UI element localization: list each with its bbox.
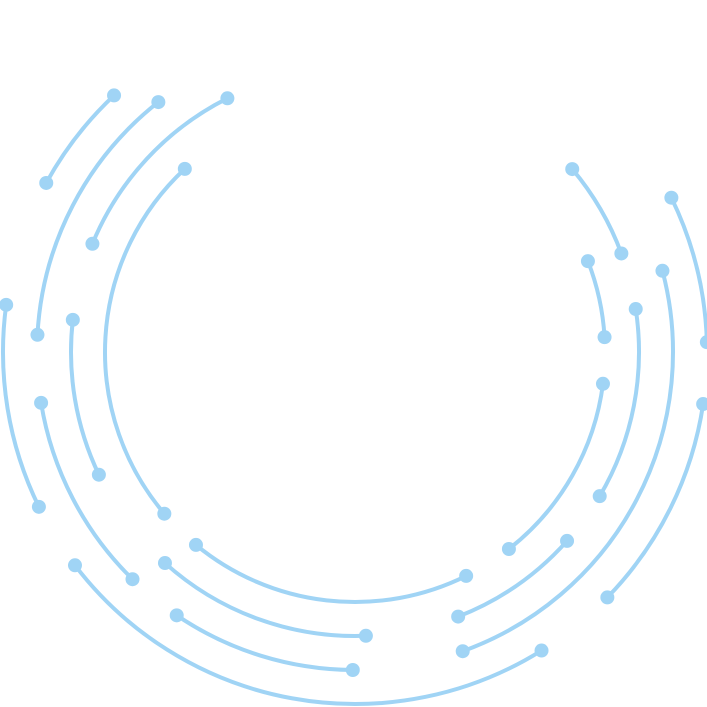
arc-endpoint-dot bbox=[177, 161, 192, 176]
arc-ring4-4 bbox=[605, 403, 706, 599]
arc-endpoint-dot bbox=[65, 312, 80, 327]
arc-endpoint-dot bbox=[592, 489, 607, 504]
arc-endpoint-dot bbox=[614, 246, 629, 261]
arc-endpoint-dot bbox=[188, 537, 203, 552]
arc-ring1-2 bbox=[103, 167, 187, 515]
arc-ring3-1 bbox=[35, 100, 160, 335]
arc-ring1-3 bbox=[507, 383, 605, 551]
arc-endpoint-dot bbox=[67, 558, 82, 573]
arc-ring2-4 bbox=[457, 539, 569, 619]
arc-endpoint-dot bbox=[151, 95, 166, 110]
arc-endpoint-dot bbox=[39, 175, 54, 190]
arc-endpoint-dot bbox=[220, 91, 235, 106]
arc-endpoint-dot bbox=[560, 533, 575, 548]
arc-ring1-4 bbox=[586, 260, 607, 338]
arc-endpoint-dot bbox=[534, 643, 549, 658]
arc-ring2-2 bbox=[90, 96, 229, 245]
arc-endpoint-dot bbox=[655, 263, 670, 278]
arc-endpoint-dot bbox=[565, 162, 580, 177]
arc-endpoint-dot bbox=[0, 297, 14, 312]
arc-endpoint-dot bbox=[501, 542, 516, 557]
arc-ring3-2 bbox=[39, 402, 134, 581]
arc-endpoint-dot bbox=[455, 644, 470, 659]
arc-endpoint-dot bbox=[459, 568, 474, 583]
arc-ring3-3 bbox=[175, 613, 353, 672]
arc-endpoint-dot bbox=[345, 662, 360, 677]
arc-ring4-1 bbox=[1, 304, 41, 508]
arc-ring1-1 bbox=[194, 543, 468, 604]
arc-endpoint-dot bbox=[91, 467, 106, 482]
arc-endpoint-dot bbox=[85, 236, 100, 251]
arc-endpoint-dot bbox=[597, 330, 612, 345]
arc-endpoint-dot bbox=[451, 609, 466, 624]
arc-ring4-2 bbox=[44, 93, 116, 184]
arc-ring2-1 bbox=[69, 319, 101, 476]
arc-endpoint-dot bbox=[34, 395, 49, 410]
arc-endpoint-dot bbox=[107, 88, 122, 103]
arc-endpoint-dot bbox=[699, 335, 707, 350]
arc-ring3-4 bbox=[462, 270, 675, 654]
arc-endpoint-dot bbox=[664, 190, 679, 205]
arc-endpoint-dot bbox=[628, 302, 643, 317]
arc-endpoint-dot bbox=[125, 572, 140, 587]
arc-endpoint-dot bbox=[358, 628, 373, 643]
arc-endpoint-dot bbox=[696, 397, 707, 412]
arc-ring2-3 bbox=[163, 561, 366, 638]
arc-endpoint-dot bbox=[157, 556, 172, 571]
arc-ring4-5 bbox=[669, 196, 707, 343]
arc-endpoint-dot bbox=[600, 590, 615, 605]
arc-endpoint-dot bbox=[169, 608, 184, 623]
arc-endpoint-dot bbox=[580, 254, 595, 269]
arc-ring2-6 bbox=[570, 167, 624, 255]
arc-ring4-3 bbox=[73, 564, 543, 706]
arc-endpoint-dot bbox=[157, 506, 172, 521]
arc-ring2-5 bbox=[597, 308, 641, 498]
arc-endpoint-dot bbox=[30, 327, 45, 342]
arc-endpoint-dot bbox=[31, 499, 46, 514]
arc-endpoint-dot bbox=[595, 376, 610, 391]
